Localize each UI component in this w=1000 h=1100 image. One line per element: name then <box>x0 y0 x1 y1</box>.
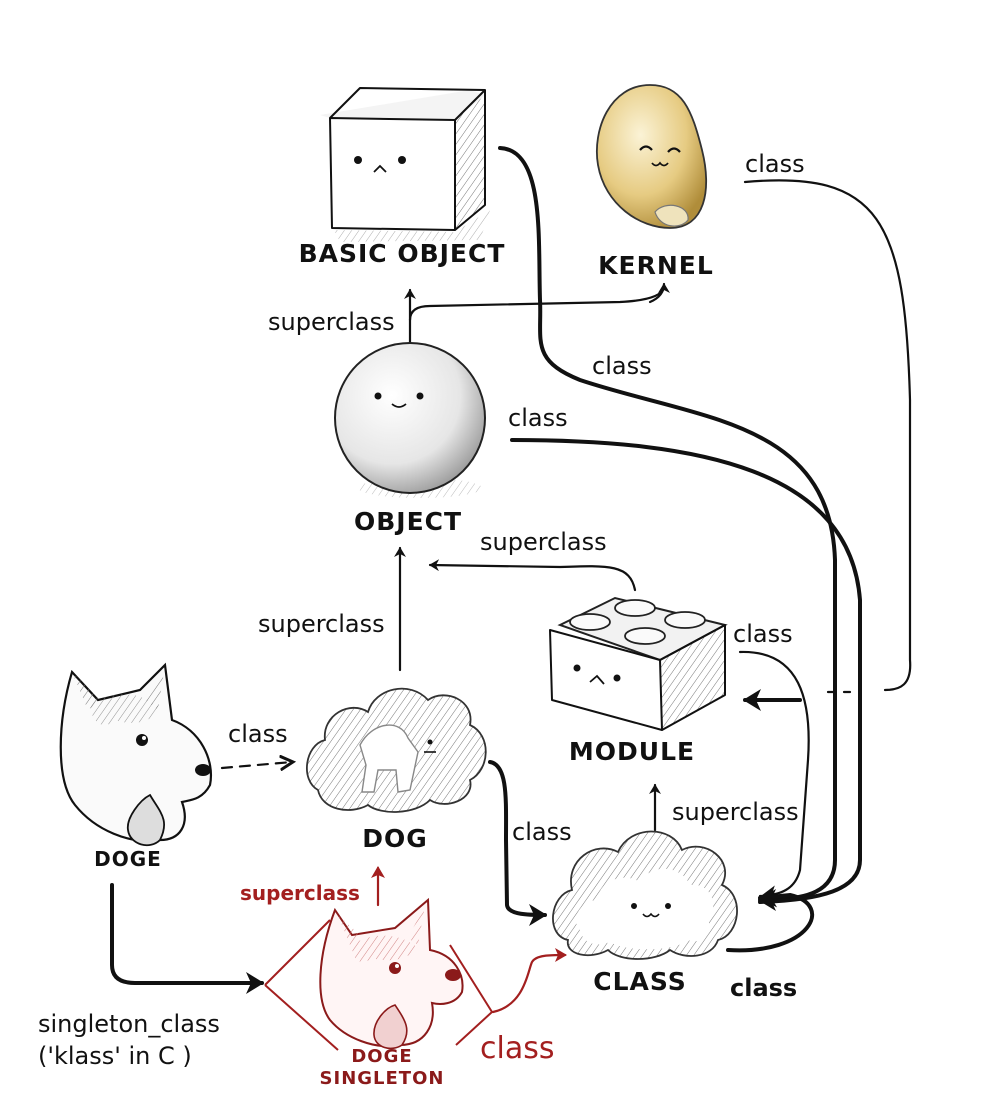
node-basic-object: BASIC OBJECT <box>299 87 506 268</box>
lego-brick-icon <box>549 596 728 731</box>
node-dog: DOG <box>306 687 487 853</box>
label-dog-superclass: superclass <box>258 610 385 638</box>
node-label: DOGE <box>94 847 162 871</box>
edge-module-superclass <box>428 559 637 592</box>
label-singleton-class: class <box>480 1031 554 1066</box>
node-object: OBJECT <box>334 342 486 536</box>
dog-head-icon <box>59 662 213 847</box>
node-kernel: KERNEL <box>596 84 714 280</box>
label-doge-class: class <box>228 720 288 748</box>
edge-singleton-class <box>491 948 567 1014</box>
node-label: BASIC OBJECT <box>299 239 506 268</box>
node-label-line1: DOGE <box>351 1046 412 1067</box>
label-class-class: class <box>730 974 797 1002</box>
label-basic-object-class: class <box>592 352 652 380</box>
edge-basic-object-class <box>498 146 837 911</box>
label-singleton-superclass: superclass <box>240 881 360 905</box>
edge-object-superclass <box>408 286 666 347</box>
node-label: KERNEL <box>598 251 714 280</box>
edges-layer <box>110 146 912 1014</box>
label-class-superclass: superclass <box>672 798 799 826</box>
node-label-line2: SINGLETON <box>320 1068 445 1089</box>
edge-kernel-class <box>743 179 912 692</box>
label-object-class: class <box>508 404 568 432</box>
edge-labels: superclass class class class superclass … <box>38 150 805 1070</box>
label-module-class: class <box>733 620 793 648</box>
sphere-icon <box>334 342 486 498</box>
node-module: MODULE <box>549 596 728 766</box>
node-label: OBJECT <box>354 507 462 536</box>
edge-doge-singleton-class <box>110 883 264 994</box>
label-singleton-class-line2: ('klass' in C ) <box>38 1042 192 1070</box>
label-kernel-class: class <box>745 150 805 178</box>
label-object-superclass: superclass <box>268 308 395 336</box>
cloud-dog-icon <box>306 687 487 813</box>
node-label: CLASS <box>593 967 687 996</box>
label-module-superclass: superclass <box>480 528 607 556</box>
edge-doge-class <box>220 762 292 768</box>
edge-dog-class <box>488 760 547 926</box>
edge-module-class <box>738 650 810 898</box>
node-label: MODULE <box>569 737 695 766</box>
edge-object-to-kernel <box>648 282 670 304</box>
node-label: DOG <box>362 824 428 853</box>
node-class: CLASS <box>552 830 738 996</box>
node-doge: DOGE <box>59 662 213 871</box>
egg-icon <box>596 84 708 229</box>
cloud-icon <box>552 830 738 960</box>
label-dog-class: class <box>512 818 572 846</box>
edge-object-class <box>510 438 862 904</box>
edge-class-self-loop <box>726 885 815 953</box>
red-dog-head-icon <box>264 897 493 1051</box>
label-singleton-class-line1: singleton_class <box>38 1010 220 1038</box>
cube-icon <box>320 87 490 242</box>
node-doge-singleton: DOGE SINGLETON <box>264 897 493 1089</box>
